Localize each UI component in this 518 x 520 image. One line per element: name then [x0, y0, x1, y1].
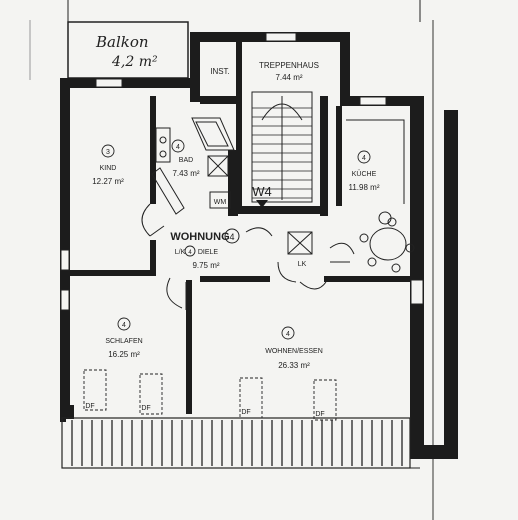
windows: [60, 32, 424, 311]
balcony-area: 4,2 m²: [111, 54, 158, 70]
interior-walls: [70, 42, 410, 414]
skylight-1: [83, 369, 107, 411]
bath-counter: [151, 167, 185, 215]
washer-box: [209, 191, 231, 209]
room-name: DIELE: [198, 249, 219, 256]
door-swings: [141, 203, 355, 310]
room-number: 4: [362, 155, 366, 162]
room-number: 4: [122, 322, 126, 329]
room-schlafen: 4 SCHLAFEN 16.25 m²: [105, 317, 143, 359]
room-area: 9.75 m²: [192, 261, 219, 270]
room-area: 7.43 m²: [172, 169, 199, 178]
room-number: 4: [176, 144, 180, 151]
skylight-4: [313, 379, 337, 421]
room-number: 4: [286, 331, 290, 338]
room-name: WOHNEN/ESSEN: [265, 348, 323, 355]
room-diele: WOHNUNG 4 L/K 4 DIELE 9.75 m²: [170, 228, 240, 270]
unit-code: W4: [252, 184, 272, 199]
stair-area: 7.44 m²: [275, 73, 302, 82]
skylight-label-2: DF: [141, 405, 150, 412]
entry-arrow-icon: [256, 200, 268, 208]
room-name: SCHLAFEN: [105, 338, 142, 345]
dining-table-icon: [359, 217, 415, 273]
room-area: 16.25 m²: [108, 350, 140, 359]
stair-name: TREPPENHAUS: [259, 61, 319, 70]
room-number: 4: [188, 250, 192, 256]
room-area: 26.33 m²: [278, 361, 310, 370]
unit-label: WOHNUNG: [170, 231, 229, 243]
staircase: [251, 91, 313, 203]
washbasin-icon: [155, 127, 171, 163]
room-wohnen: 4 WOHNEN/ESSEN 26.33 m²: [265, 326, 323, 370]
room-number: 3: [106, 149, 110, 156]
room-area: 12.27 m²: [92, 177, 124, 186]
skylight-3: [239, 377, 263, 419]
bathtub-icon: [191, 117, 235, 151]
stair-steps: [252, 107, 312, 199]
room-kind: 3 KIND 12.27 m²: [92, 144, 124, 186]
skylight-2: [139, 373, 163, 415]
shower-icon: [207, 155, 229, 177]
room-prefix: L/K: [175, 249, 186, 256]
balcony-name: Balkon: [95, 33, 149, 51]
skylight-label-1: DF: [85, 403, 94, 410]
room-name: BAD: [179, 157, 193, 164]
exterior-walls: [60, 32, 458, 459]
skylight-label-4: DF: [315, 411, 324, 418]
room-kueche: 4 KÜCHE 11.98 m²: [349, 150, 380, 192]
room-area: 11.98 m²: [349, 183, 380, 192]
railing-bars: [71, 420, 403, 466]
room-bad: 4 BAD 7.43 m²: [171, 139, 200, 178]
skylights: [83, 369, 337, 421]
room-name: KIND: [100, 165, 117, 172]
washer-label: WM: [214, 199, 227, 206]
light-shaft-icon: [287, 231, 313, 255]
unit-number: 4: [229, 232, 234, 242]
light-shaft-label: LK: [298, 261, 307, 268]
inst-label: INST.: [210, 67, 230, 76]
room-name: KÜCHE: [352, 170, 377, 178]
skylight-label-3: DF: [241, 409, 250, 416]
